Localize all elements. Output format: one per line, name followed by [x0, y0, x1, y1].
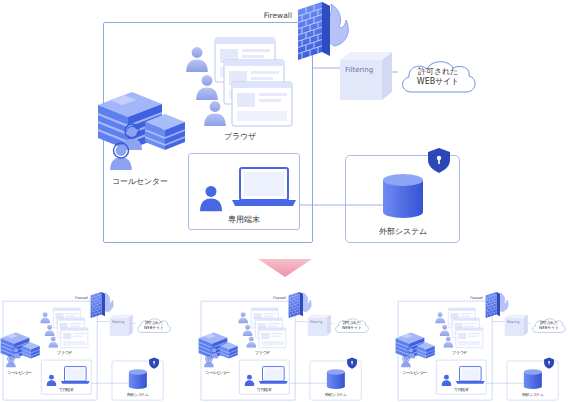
connector-line — [528, 323, 531, 324]
system-diagram: Firewall専用端末Filtering許可された WEBサイト外部システムブ… — [90, 0, 475, 250]
node-text: Firewall — [470, 296, 483, 300]
system-diagram-copy: Firewall専用端末Filtering許可された WEBサイト外部システムブ… — [195, 291, 368, 402]
cube-side — [382, 52, 392, 100]
node-text: 許可された WEBサイト — [143, 321, 164, 330]
node-text: 外部システム — [112, 393, 163, 398]
connector-line — [492, 321, 504, 322]
cloud-outline — [403, 62, 476, 92]
cube-side — [128, 314, 133, 336]
filtering-box: Filtering — [110, 314, 133, 336]
connector-line — [313, 68, 340, 69]
cube-shape — [308, 314, 331, 336]
cube-shape — [110, 314, 133, 336]
node-text: Filtering — [507, 321, 520, 325]
connector-line — [392, 72, 398, 73]
terminal-box: 専用端末 — [188, 153, 300, 230]
cube-front — [308, 318, 327, 336]
node-text: 外部システム — [310, 393, 361, 398]
connector-line — [133, 323, 136, 324]
node-text: 専用端末 — [240, 387, 289, 392]
website-cloud: 許可された WEBサイト — [334, 317, 370, 333]
connector-line — [331, 323, 334, 324]
cube-shape — [505, 314, 528, 336]
external-system-box: 外部システム — [345, 155, 460, 243]
call-center-label: コールセンター — [2, 370, 38, 375]
node-text: 専用端末 — [42, 387, 91, 392]
cloud-outline — [533, 319, 566, 333]
website-cloud: 許可された WEBサイト — [398, 58, 478, 94]
filtering-box: Filtering — [505, 314, 528, 336]
cloud-outline — [138, 319, 171, 333]
cube-side — [326, 314, 331, 336]
website-cloud: 許可された WEBサイト — [531, 317, 567, 333]
node-text: Firewall — [273, 296, 286, 300]
browser-label: ブラウザ — [442, 350, 478, 355]
node-text: 許可された WEBサイト — [415, 67, 461, 87]
connector-line — [290, 383, 310, 384]
down-arrow — [258, 259, 312, 277]
call-center-label: コールセンター — [397, 370, 433, 375]
node-text: 許可された WEBサイト — [341, 321, 362, 330]
cube-front — [505, 318, 524, 336]
node-text: 専用端末 — [437, 387, 487, 392]
node-text: 許可された WEBサイト — [538, 321, 559, 330]
connector-line — [295, 321, 307, 322]
call-center-label: コールセンター — [200, 370, 236, 375]
system-diagram-copy: Firewall専用端末Filtering許可された WEBサイト外部システムブ… — [0, 291, 170, 402]
node-text: Filtering — [310, 321, 323, 325]
external-system-box: 外部システム — [310, 361, 362, 401]
connector-line — [300, 205, 345, 206]
browser-label: ブラウザ — [47, 350, 83, 355]
cloud-outline — [336, 319, 369, 333]
terminal-box: 専用端末 — [41, 360, 91, 395]
network-boundary-box: Firewall専用端末 — [3, 301, 98, 400]
filtering-box: Filtering — [340, 52, 392, 100]
call-center-label: コールセンター — [100, 176, 180, 187]
terminal-box: 専用端末 — [436, 360, 486, 395]
cube-shape — [340, 52, 392, 100]
connector-line — [92, 383, 112, 384]
node-text: Firewall — [264, 11, 292, 20]
cube-front — [340, 60, 382, 100]
network-boundary-box: Firewall専用端末 — [201, 301, 296, 400]
network-boundary-box: Firewall専用端末 — [398, 301, 493, 400]
browser-label: ブラウザ — [200, 131, 280, 142]
external-system-box: 外部システム — [112, 361, 164, 401]
cube-side — [523, 314, 528, 336]
cube-front — [110, 318, 129, 336]
external-system-box: 外部システム — [507, 361, 559, 401]
filtering-box: Filtering — [308, 314, 331, 336]
node-text: 外部システム — [346, 226, 459, 237]
node-text: 専用端末 — [189, 214, 299, 225]
node-text: Filtering — [112, 321, 125, 325]
browser-label: ブラウザ — [245, 350, 281, 355]
connector-line — [97, 321, 109, 322]
website-cloud: 許可された WEBサイト — [136, 317, 172, 333]
node-text: Filtering — [345, 66, 373, 74]
node-text: Firewall — [75, 296, 88, 300]
node-text: 外部システム — [507, 393, 558, 398]
network-boundary-box: Firewall専用端末 — [103, 22, 313, 243]
system-diagram-copy: Firewall専用端末Filtering許可された WEBサイト外部システムブ… — [392, 291, 565, 402]
terminal-box: 専用端末 — [239, 360, 289, 395]
connector-line — [487, 383, 507, 384]
